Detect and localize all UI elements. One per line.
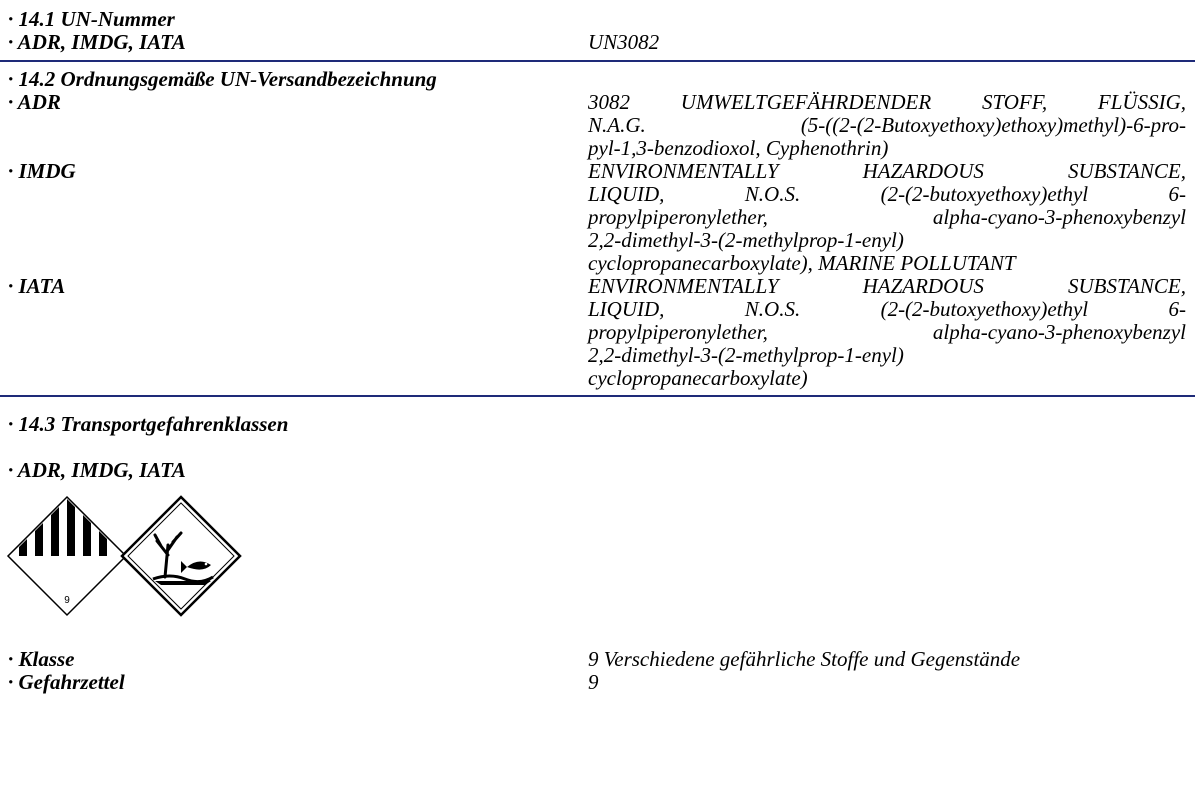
adr-shipping-name: 3082 UMWELTGEFÄHRDENDER STOFF, FLÜSSIG, … xyxy=(588,90,1186,160)
class-value: 9 Verschiedene gefährliche Stoffe und Ge… xyxy=(588,647,1021,671)
divider xyxy=(0,60,1195,62)
section-14-2-title: · 14.2 Ordnungsgemäße UN-Versandbezeichn… xyxy=(8,67,437,91)
iata-label: · IATA xyxy=(8,274,66,298)
class-9-number: 9 xyxy=(64,595,70,606)
imdg-shipping-name: ENVIRONMENTALLY HAZARDOUS SUBSTANCE, LIQ… xyxy=(588,159,1186,275)
section-14-1-title: · 14.1 UN-Nummer xyxy=(8,7,175,31)
hazard-label-value: 9 xyxy=(588,670,599,694)
divider xyxy=(0,395,1195,397)
un-number-label: · ADR, IMDG, IATA xyxy=(8,30,186,54)
class-label: · Klasse xyxy=(8,647,75,671)
class-9-hazard-label-icon: 9 xyxy=(6,495,128,617)
iata-shipping-name: ENVIRONMENTALLY HAZARDOUS SUBSTANCE, LIQ… xyxy=(588,274,1186,390)
imdg-label: · IMDG xyxy=(8,159,76,183)
hazard-label-label: · Gefahrzettel xyxy=(8,670,125,694)
adr-label: · ADR xyxy=(8,90,61,114)
section-14-3-title: · 14.3 Transportgefahrenklassen xyxy=(8,412,289,436)
un-number-value: UN3082 xyxy=(588,30,660,54)
section-14-3-subtitle: · ADR, IMDG, IATA xyxy=(8,458,186,482)
hazard-pictograms: 9 xyxy=(6,495,242,617)
environmental-hazard-icon xyxy=(120,495,242,617)
